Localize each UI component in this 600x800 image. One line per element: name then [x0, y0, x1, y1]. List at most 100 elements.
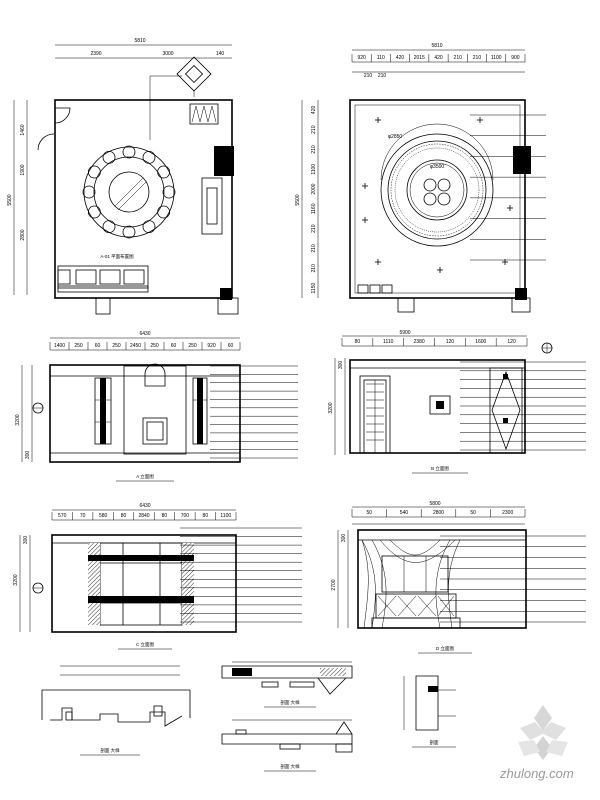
floor-plan: 5810 2390 3000 140 5500 1460 1900 2800	[7, 38, 239, 315]
elev-c-left-pilaster	[88, 543, 100, 625]
elev-a-height-1: 3200	[15, 414, 21, 425]
ceiling-top-dim-6: 210	[473, 55, 482, 61]
elev-b-top-dim-5: 120	[507, 339, 516, 345]
plan-diamond-symbol	[176, 56, 212, 97]
ceiling-leader-lines	[470, 114, 546, 261]
detail-2: 剖面 大样	[221, 661, 353, 708]
ceiling-left-dim-8: 210	[311, 264, 317, 273]
elev-c-top-dim-4: 2840	[138, 513, 149, 519]
plan-chair	[87, 205, 101, 219]
elev-c-top-band	[88, 555, 194, 561]
plan-chair	[157, 205, 171, 219]
elev-c-top-dim-3: 80	[121, 513, 127, 519]
plan-chair	[142, 220, 156, 234]
elev-b-wall-art	[429, 395, 451, 415]
elev-c-top-dim-0: 570	[58, 513, 67, 519]
plan-door-swing	[37, 133, 55, 151]
downlight	[362, 217, 368, 223]
plan-column-right	[217, 297, 239, 315]
plan-column-left	[95, 297, 111, 315]
elev-b-leader-lines	[460, 361, 586, 451]
elev-c-top-dim-8: 1100	[220, 513, 231, 519]
elev-a-top-dim-5: 250	[150, 343, 159, 349]
ceiling-arc-label: φ2850	[388, 134, 403, 140]
elev-d-top-dim-2: 2800	[433, 510, 444, 516]
elev-d-caption: D 立面图	[436, 645, 454, 652]
elev-a-leader-lines	[210, 365, 298, 459]
plan-chair	[102, 220, 116, 234]
elev-b-caption: B 立面图	[431, 465, 449, 472]
plan-sofa	[57, 265, 149, 293]
elev-c-right-pilaster	[182, 543, 194, 625]
ceiling-black-unit	[513, 146, 531, 174]
plan-door	[54, 107, 71, 124]
elev-d-top-dim-0: 50	[367, 510, 373, 516]
plan-chair	[82, 185, 96, 199]
plan-chair	[122, 145, 136, 159]
ceiling-overall-width: 5810	[431, 43, 442, 49]
ceiling-column-black	[515, 288, 527, 300]
watermark-text: zhulong.com	[499, 766, 574, 781]
elev-c-height-1: 3200	[13, 574, 19, 585]
elev-a-top-dim-4: 2450	[130, 343, 141, 349]
elev-c-overall-width: 6430	[139, 503, 150, 509]
elev-a-top-dim-2: 60	[95, 343, 101, 349]
elev-c-top-dim-1: 70	[80, 513, 86, 519]
elev-b-door	[359, 375, 391, 454]
elev-a-top-dim-9: 60	[228, 343, 234, 349]
ceiling-bottom-blocks	[357, 284, 393, 294]
elev-a-height-0: 300	[25, 451, 31, 460]
elev-a-top-dim-8: 920	[207, 343, 216, 349]
plan-dim-seg-1: 2390	[90, 51, 101, 57]
ceiling-left-dim-7: 210	[311, 244, 317, 253]
elev-c-black-band	[88, 596, 194, 603]
plan-chair	[122, 225, 136, 239]
plan-overall-width: 5810	[134, 38, 145, 44]
elev-c-top-dim-6: 700	[181, 513, 190, 519]
elev-b-top-dim-4: 1600	[475, 339, 486, 345]
elev-d-height-0: 300	[341, 534, 347, 543]
ceiling-top-dim-5: 210	[454, 55, 463, 61]
plan-dim-seg-3: 140	[216, 51, 225, 57]
elev-b-height-0: 300	[338, 361, 344, 370]
ceiling-left-dim-2: 210	[311, 145, 317, 154]
ceiling-left-dim-3: 1100	[311, 164, 317, 175]
elev-c-top-dim-7: 80	[203, 513, 209, 519]
elev-d-overall-width: 5800	[429, 501, 440, 507]
plan-sideboard	[201, 177, 223, 235]
detail-4: 剖面	[403, 675, 456, 748]
plan-column-black	[220, 288, 232, 300]
ceiling-top-dim-4: 420	[434, 55, 443, 61]
ceiling-downlights	[362, 117, 513, 273]
elev-c-top-dim-2: 580	[99, 513, 108, 519]
elev-a-top-dim-6: 60	[171, 343, 177, 349]
detail-3-caption: 剖面 大样	[280, 763, 300, 770]
elev-a-caption: A 立面图	[136, 473, 154, 480]
elev-b-overall-width: 5900	[399, 330, 410, 336]
plan-chair	[157, 165, 171, 179]
downlight	[375, 259, 381, 265]
elev-d-leader-lines	[440, 535, 586, 623]
detail-3: 剖面 大样	[221, 719, 353, 772]
elev-b-height-1: 3200	[328, 402, 334, 413]
plan-chair	[87, 165, 101, 179]
elev-d-top-dim-1: 540	[400, 510, 409, 516]
plan-round-table	[83, 146, 175, 238]
elev-d-height-1: 2700	[331, 579, 337, 590]
downlight	[375, 117, 381, 123]
elev-d-wainscot	[371, 593, 461, 629]
detail-1: 剖面 大样	[41, 665, 191, 756]
ceiling-dome	[380, 123, 494, 247]
ceiling-left-dim-4: 2000	[311, 183, 317, 194]
elev-a-top-dim-7: 250	[188, 343, 197, 349]
